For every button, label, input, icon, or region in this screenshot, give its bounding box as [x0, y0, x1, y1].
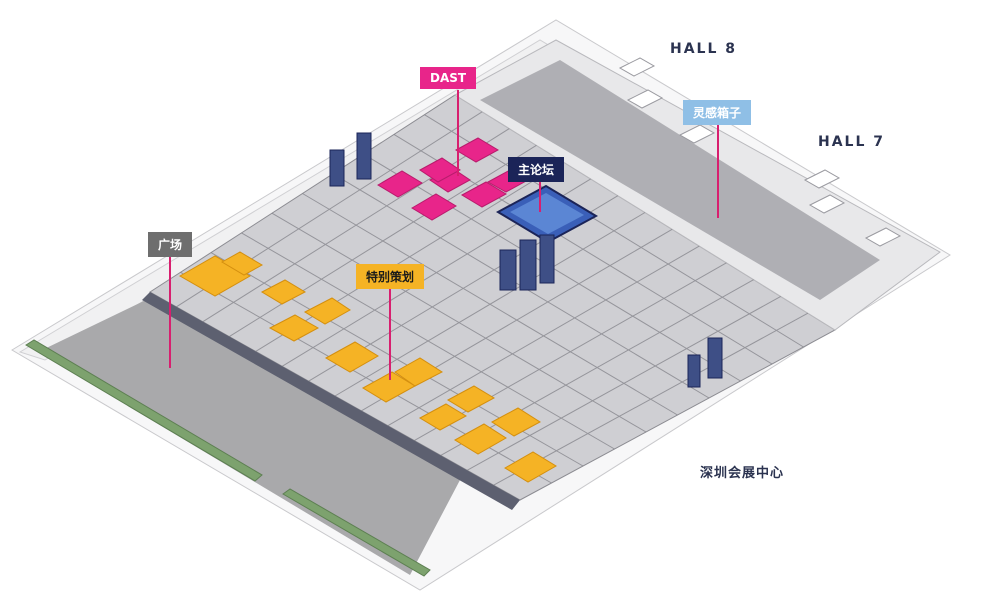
- special-planning-booths: [178, 251, 557, 483]
- main-forum-tag[interactable]: 主论坛: [508, 157, 565, 182]
- inspiration-box-tag[interactable]: 灵感箱子: [683, 100, 752, 125]
- booth-row-line: [271, 212, 647, 433]
- plaza-tag[interactable]: 广场: [148, 232, 193, 257]
- dast-booths: [377, 137, 530, 221]
- booth-row-line: [302, 193, 678, 416]
- room-icons: [618, 57, 902, 247]
- green-strip-east: [282, 488, 431, 577]
- road: [38, 298, 460, 575]
- venue-label: 深圳会展中心: [700, 466, 785, 481]
- dast-tag[interactable]: DAST: [420, 67, 477, 89]
- hall-8-label: HALL 8: [670, 41, 738, 57]
- main-forum-inner: [510, 193, 584, 234]
- special-planning-tag[interactable]: 特别策划: [356, 264, 425, 289]
- hall-7-label: HALL 7: [818, 134, 886, 150]
- hall-back-structure: [480, 60, 880, 300]
- booth-row-line: [241, 232, 615, 450]
- front-facade: [142, 292, 520, 510]
- green-strip-west: [25, 339, 263, 482]
- blue-towers: [329, 132, 723, 388]
